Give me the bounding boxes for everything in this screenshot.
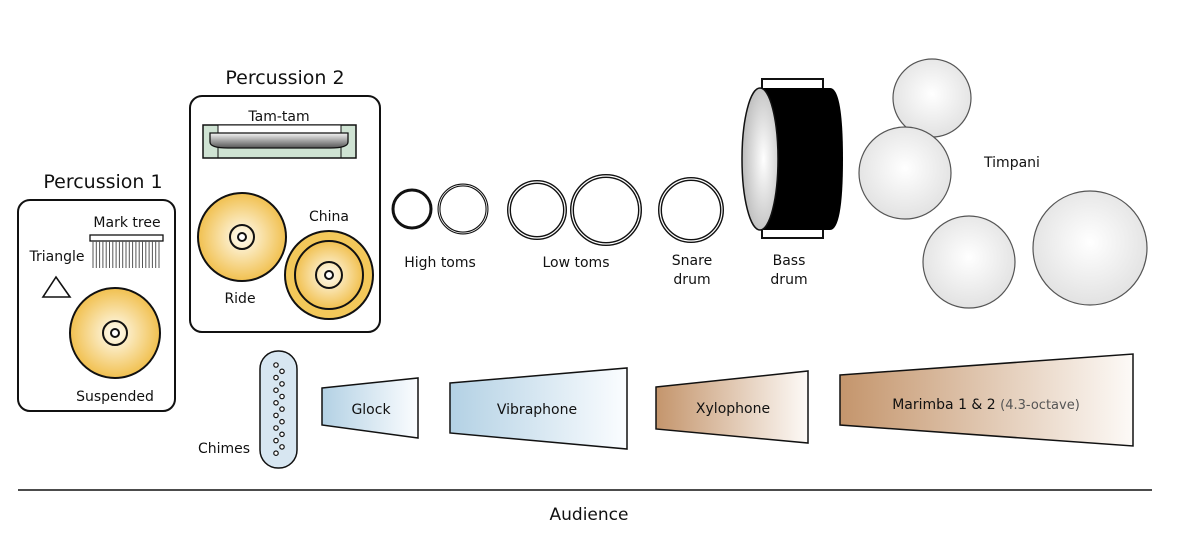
percussion2-title: Percussion 2 xyxy=(225,67,344,89)
snare-label-2: drum xyxy=(673,272,710,288)
chime-tube xyxy=(273,387,279,394)
chimes-label: Chimes xyxy=(198,441,250,457)
marimba-label: Marimba 1 & 2 (4.3-octave) xyxy=(892,397,1080,413)
chime-tube xyxy=(273,362,279,368)
mark-tree-icon xyxy=(89,234,164,268)
audience-label: Audience xyxy=(550,505,629,525)
snare-label-1: Snare xyxy=(672,253,712,269)
vibraphone-label: Vibraphone xyxy=(497,402,577,418)
timpani-icon xyxy=(858,58,1148,309)
chime-tube xyxy=(273,412,279,419)
ride-label: Ride xyxy=(224,291,255,307)
bass-drum-icon xyxy=(741,78,843,239)
high-toms-label: High toms xyxy=(404,255,476,271)
tam-tam-icon xyxy=(202,124,357,159)
china-cymbal-icon xyxy=(284,230,374,320)
ride-cymbal-icon xyxy=(197,192,287,282)
chime-tube xyxy=(279,444,285,450)
glock-label: Glock xyxy=(351,402,391,418)
marimba-name: Marimba 1 & 2 xyxy=(892,397,996,413)
low-toms-label: Low toms xyxy=(542,255,609,271)
xylophone-label: Xylophone xyxy=(696,401,770,417)
chime-tube xyxy=(279,418,285,425)
bass-label-2: drum xyxy=(770,272,807,288)
china-label: China xyxy=(309,209,349,225)
chime-tube xyxy=(279,431,285,438)
chime-tube xyxy=(273,425,279,431)
high-toms-icon xyxy=(391,183,489,235)
suspended-cymbal-icon xyxy=(69,287,161,379)
chime-tube xyxy=(279,406,285,412)
bass-label-1: Bass xyxy=(773,253,806,269)
tam-tam-label: Tam-tam xyxy=(247,109,309,125)
chime-tube xyxy=(279,393,285,400)
triangle-icon xyxy=(41,275,72,298)
mark-tree-label: Mark tree xyxy=(93,215,160,231)
snare-drum-icon xyxy=(658,177,724,243)
chime-tube xyxy=(273,450,279,457)
low-toms-icon xyxy=(507,174,642,246)
chime-tube xyxy=(273,399,279,406)
timpani-label: Timpani xyxy=(983,155,1040,171)
chime-tube xyxy=(273,437,279,444)
marimba-note: (4.3-octave) xyxy=(1000,398,1080,413)
chime-tube xyxy=(279,368,285,375)
vibraphone-icon xyxy=(449,367,628,450)
chimes-icon xyxy=(259,350,298,469)
glock-icon xyxy=(321,377,419,439)
chime-tube xyxy=(273,374,279,381)
percussion1-title: Percussion 1 xyxy=(43,171,162,193)
chime-tube xyxy=(279,381,285,387)
triangle-label: Triangle xyxy=(29,249,85,265)
xylophone-icon xyxy=(655,370,809,444)
suspended-label: Suspended xyxy=(76,389,154,405)
marimba-icon xyxy=(839,353,1134,447)
